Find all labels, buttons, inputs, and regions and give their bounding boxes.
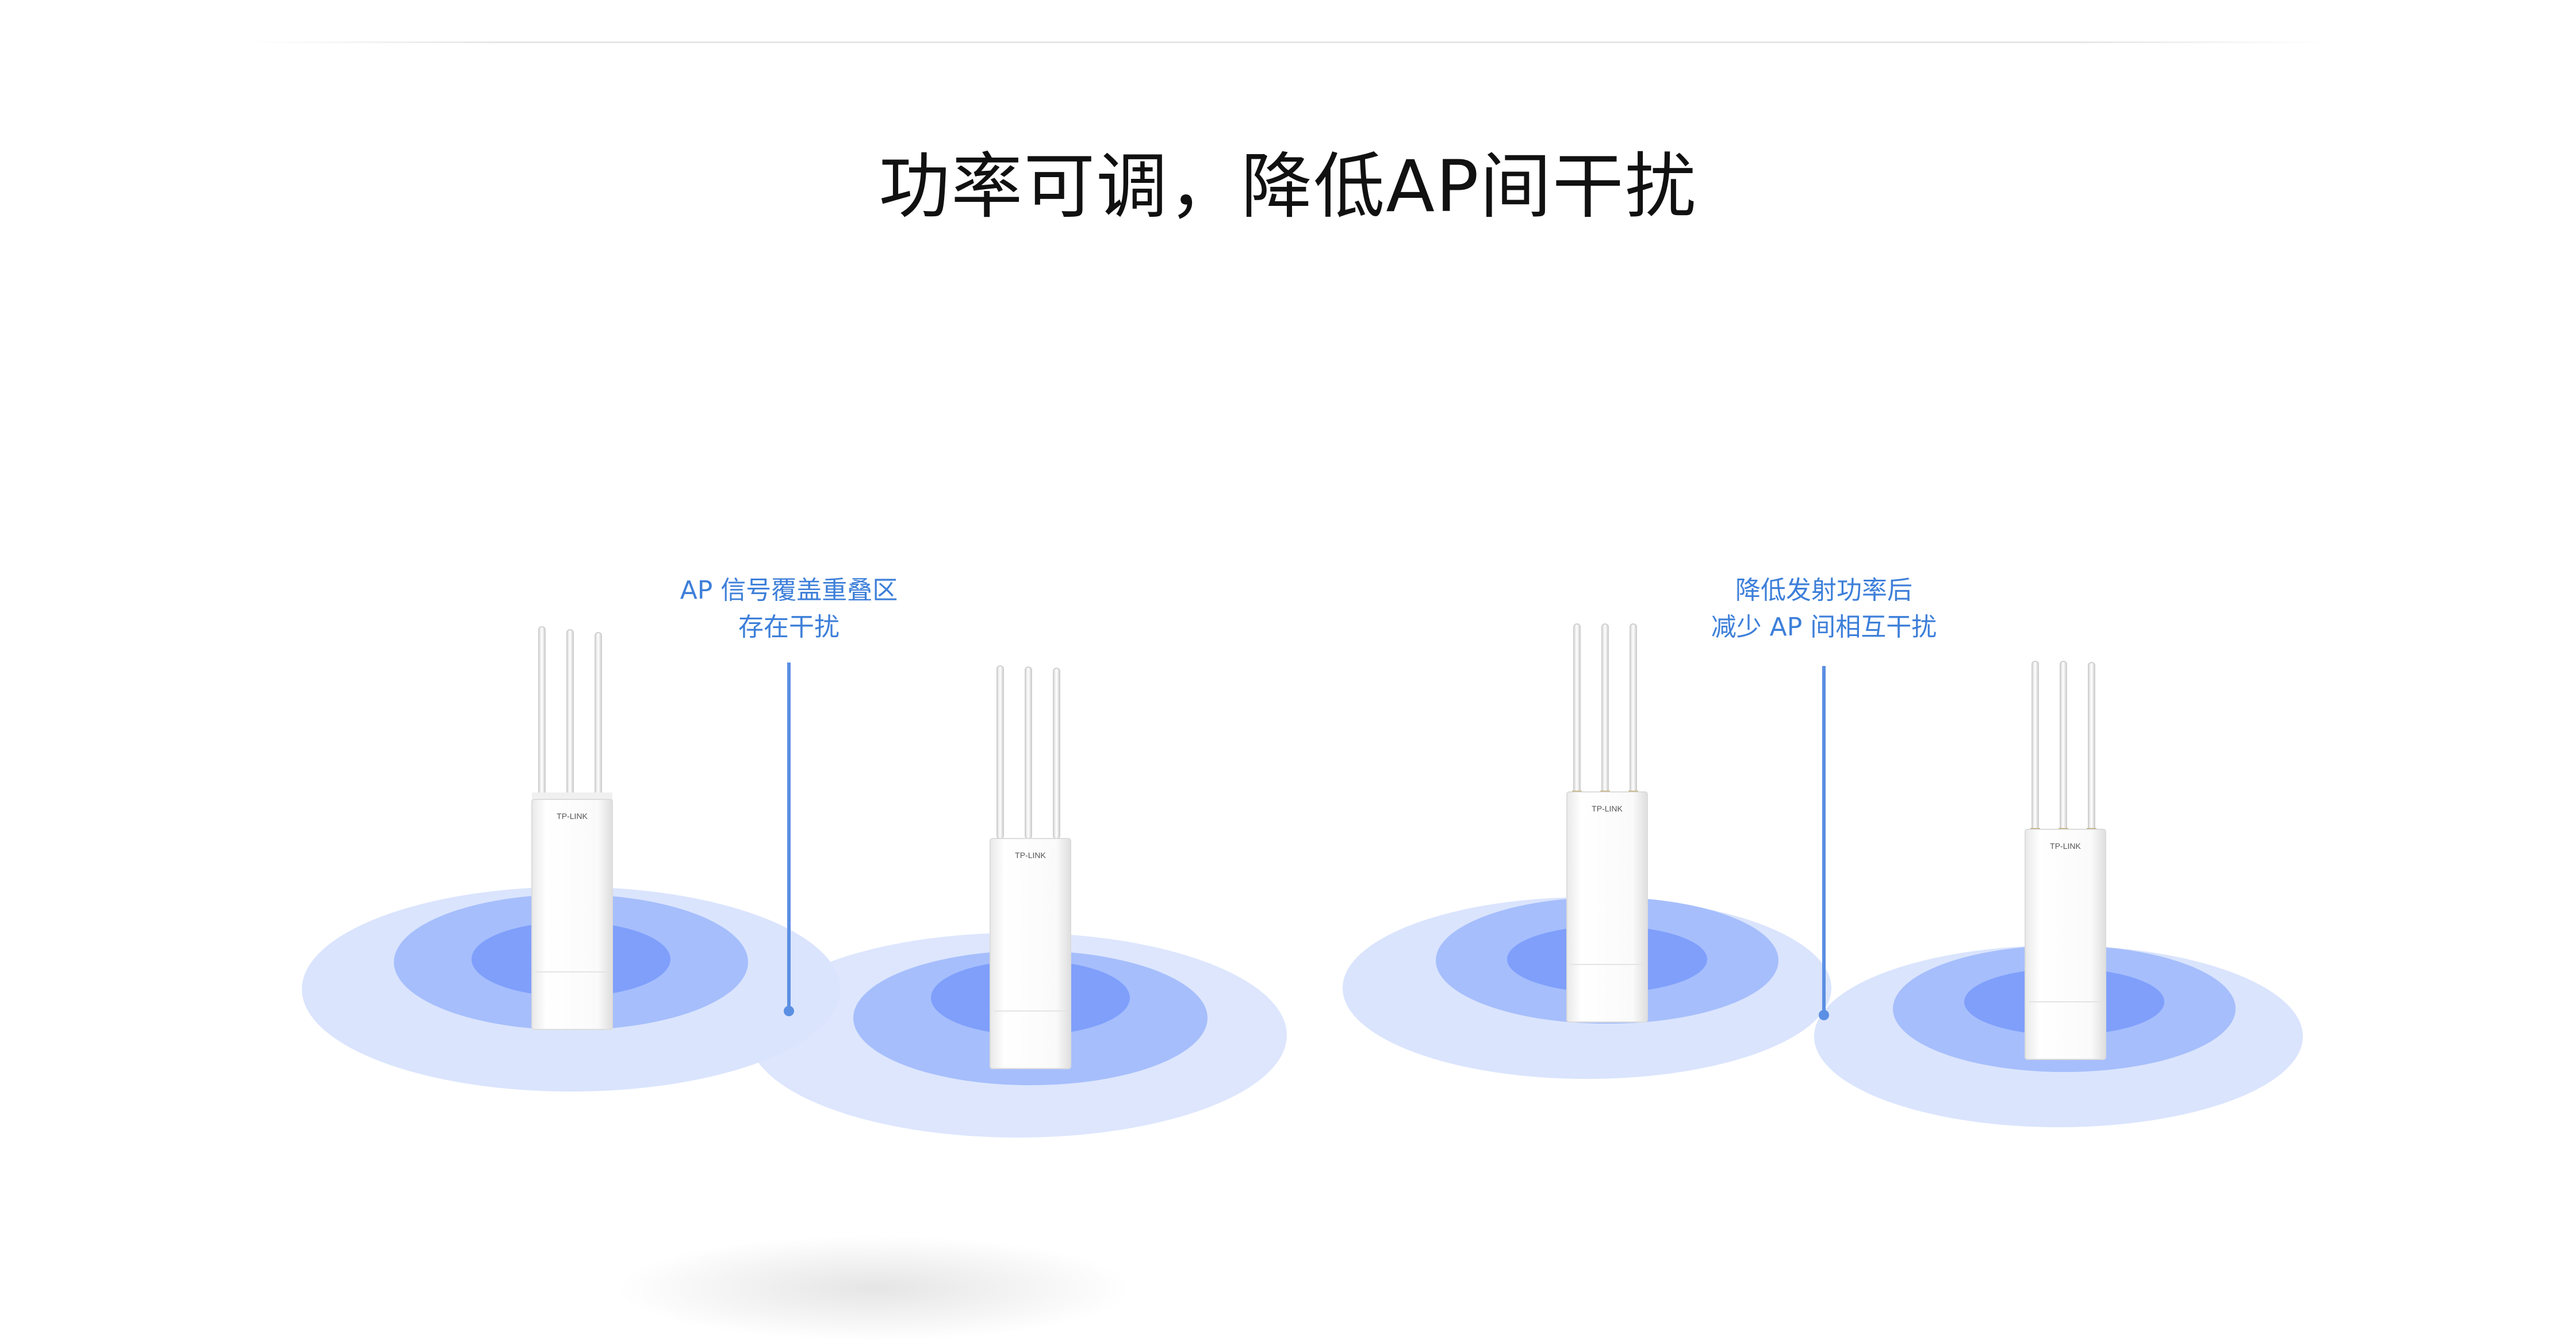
page-title: 功率可调，降低AP间干扰 bbox=[879, 146, 1697, 228]
access-point-device: TP-LINK bbox=[1566, 623, 1648, 1023]
right-pointer-line bbox=[1819, 666, 1829, 1020]
left-caption-line2: 存在干扰 bbox=[738, 612, 839, 642]
left-pointer-line bbox=[784, 663, 794, 1016]
brand-logo: TP-LINK bbox=[557, 811, 588, 821]
right-caption-line1: 降低发射功率后 bbox=[1735, 576, 1912, 605]
brand-logo: TP-LINK bbox=[1015, 851, 1046, 860]
right-caption-line2: 减少 AP 间相互干扰 bbox=[1711, 612, 1937, 642]
access-point-device: TP-LINK bbox=[990, 665, 1071, 1069]
brand-logo: TP-LINK bbox=[2050, 841, 2081, 851]
top-divider bbox=[247, 41, 2329, 43]
left-caption-line1: AP 信号覆盖重叠区 bbox=[680, 576, 898, 605]
left-caption: AP 信号覆盖重叠区 存在干扰 bbox=[588, 572, 990, 646]
access-point-device: TP-LINK bbox=[2025, 661, 2106, 1060]
brand-logo: TP-LINK bbox=[1592, 804, 1623, 813]
access-point-device: TP-LINK bbox=[531, 626, 613, 1030]
right-caption: 降低发射功率后 减少 AP 间相互干扰 bbox=[1623, 572, 2025, 646]
